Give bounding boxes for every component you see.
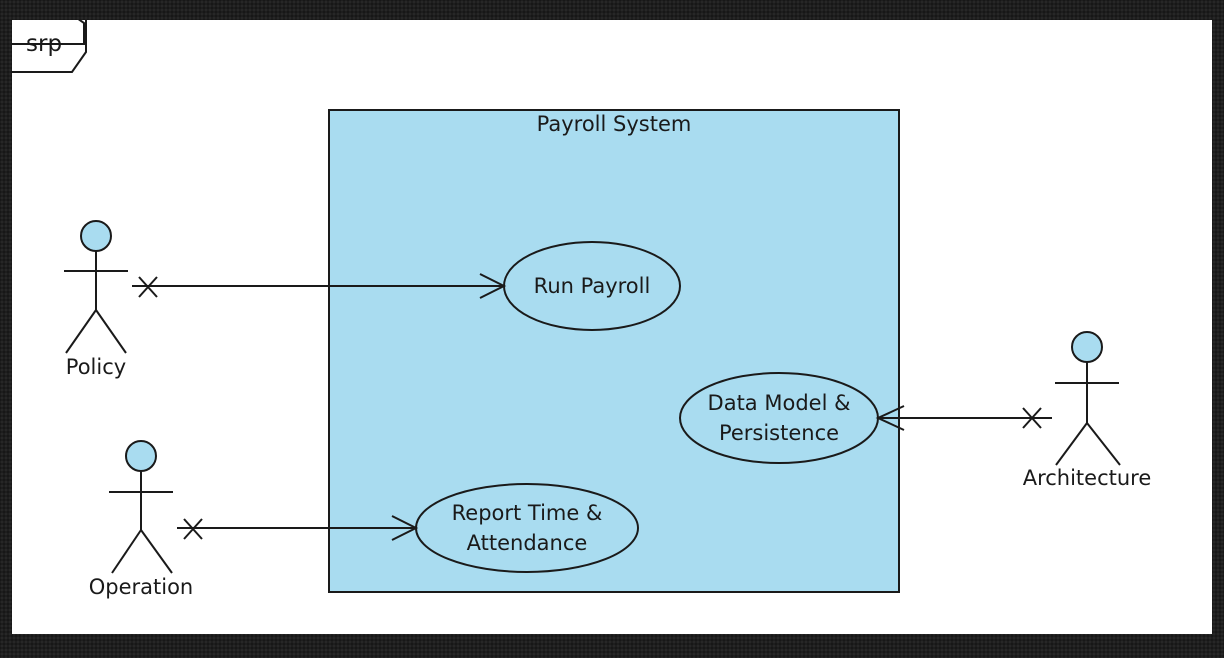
use-case-report-time-line1: Report Time &	[451, 501, 603, 525]
use-case-data-model-label: Data Model & Persistence	[680, 373, 878, 463]
association-policy-run-payroll[interactable]	[132, 273, 507, 299]
frame-label: srp	[26, 31, 63, 57]
actor-policy-label: Policy	[65, 355, 127, 379]
diagram-svg	[12, 20, 1121, 593]
use-case-data-model-line1: Data Model &	[707, 391, 851, 415]
frame-tab	[12, 20, 85, 45]
association-operation-report-time[interactable]	[177, 515, 419, 541]
diagram-canvas: srp Payroll System Run Payroll Data Mode…	[12, 20, 1212, 634]
use-case-report-time-line2: Attendance	[466, 531, 588, 555]
actor-operation-figure[interactable]	[109, 440, 173, 574]
use-case-run-payroll-label: Run Payroll	[504, 242, 680, 330]
use-case-run-payroll-text: Run Payroll	[533, 274, 651, 298]
association-architecture-data-model[interactable]	[875, 405, 1052, 431]
actor-policy-figure[interactable]	[64, 220, 128, 354]
use-case-data-model-line2: Persistence	[718, 421, 840, 445]
actor-architecture-figure[interactable]	[1055, 331, 1121, 466]
actor-operation-label: Operation	[88, 575, 194, 599]
actor-architecture-label: Architecture	[1022, 466, 1152, 490]
system-label: Payroll System	[536, 112, 692, 136]
frame-tab-border	[12, 20, 87, 73]
use-case-report-time-label: Report Time & Attendance	[416, 484, 638, 572]
